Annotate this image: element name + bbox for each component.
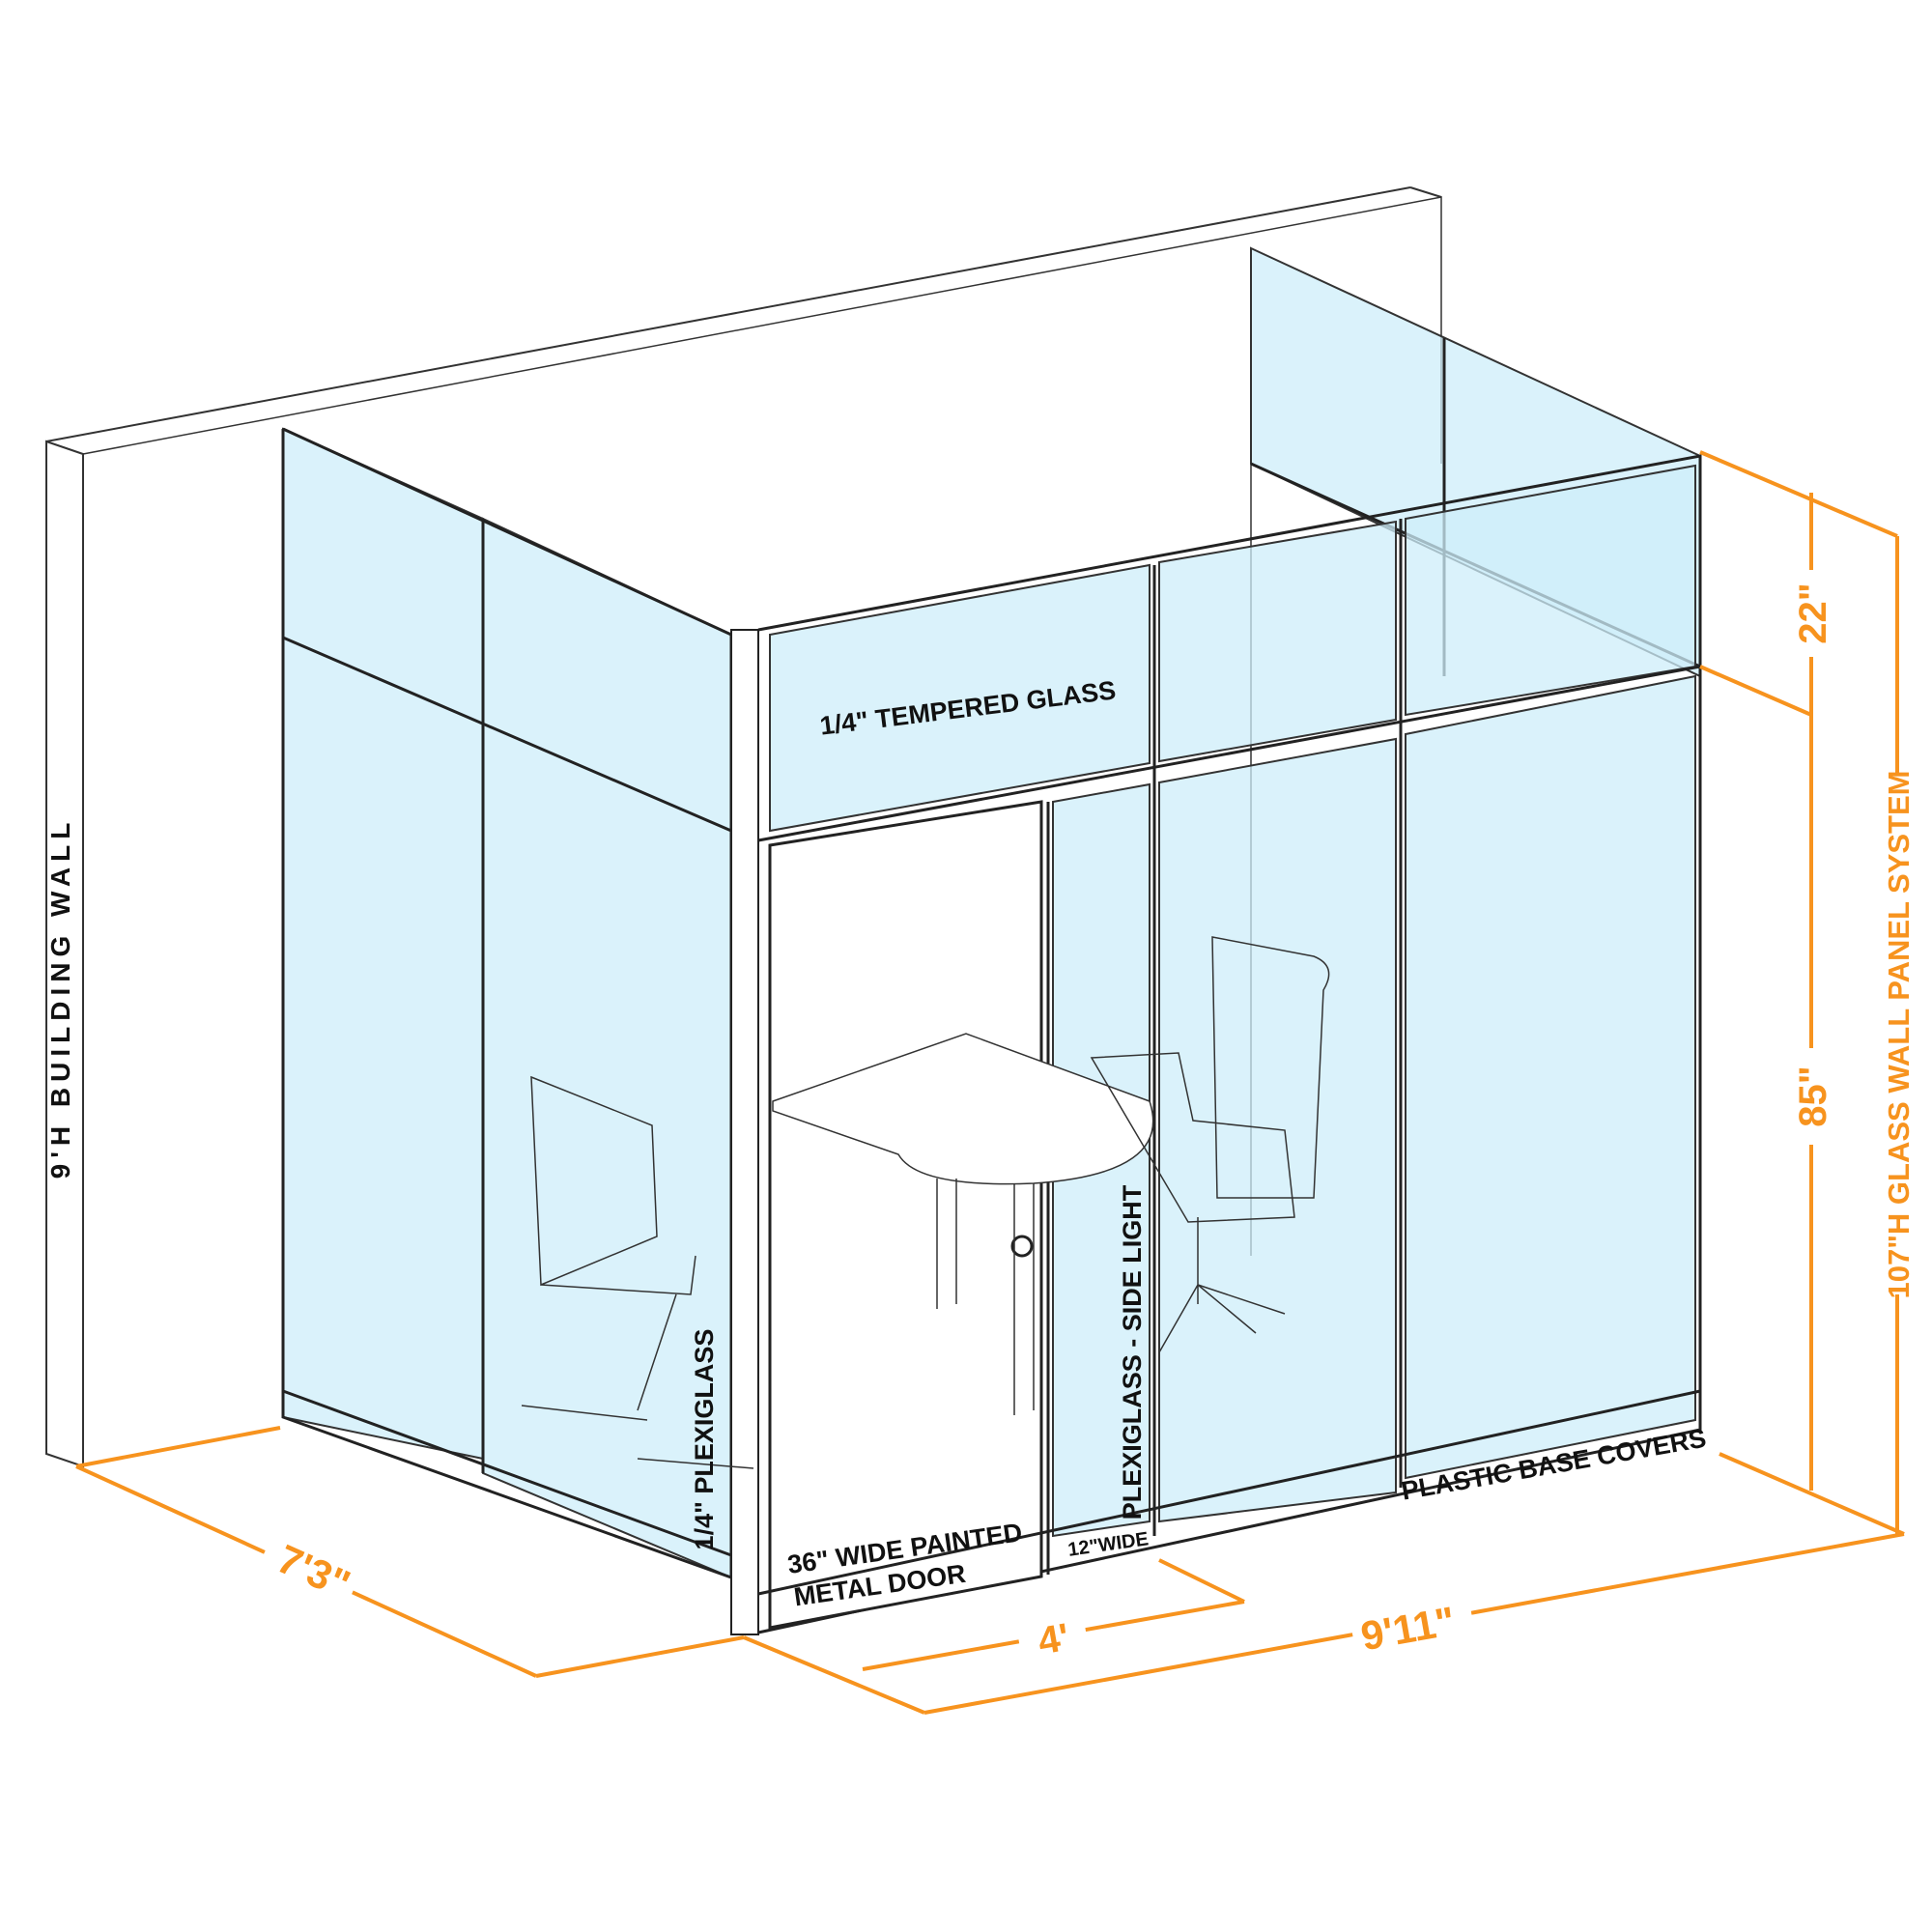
lower-height-dimension: 85" (1792, 1065, 1834, 1126)
door-handle (1010, 1235, 1034, 1258)
left-glass-wall (281, 427, 733, 1580)
base-cover-line (757, 1389, 1701, 1596)
building-wall-label: 9'H BUILDING WALL (45, 817, 75, 1179)
width-dimension: 9'11" (1357, 1598, 1458, 1659)
system-height-dimension: 107"H GLASS WALL PANEL SYSTEM (1882, 771, 1916, 1299)
table (772, 1033, 1154, 1185)
left-chair (530, 1075, 658, 1287)
plexiglass-label: 1/4" PLEXIGLASS (690, 1329, 719, 1550)
front-segment-dimension: 4' (1035, 1616, 1072, 1663)
transom-height-dimension: 22" (1792, 582, 1834, 643)
corner-post (730, 629, 759, 1635)
metal-door (768, 800, 1043, 1630)
side-light-label: PLEXIGLASS - SIDE LIGHT (1118, 1184, 1147, 1520)
furniture (521, 936, 1330, 1469)
right-chair (1211, 936, 1330, 1199)
